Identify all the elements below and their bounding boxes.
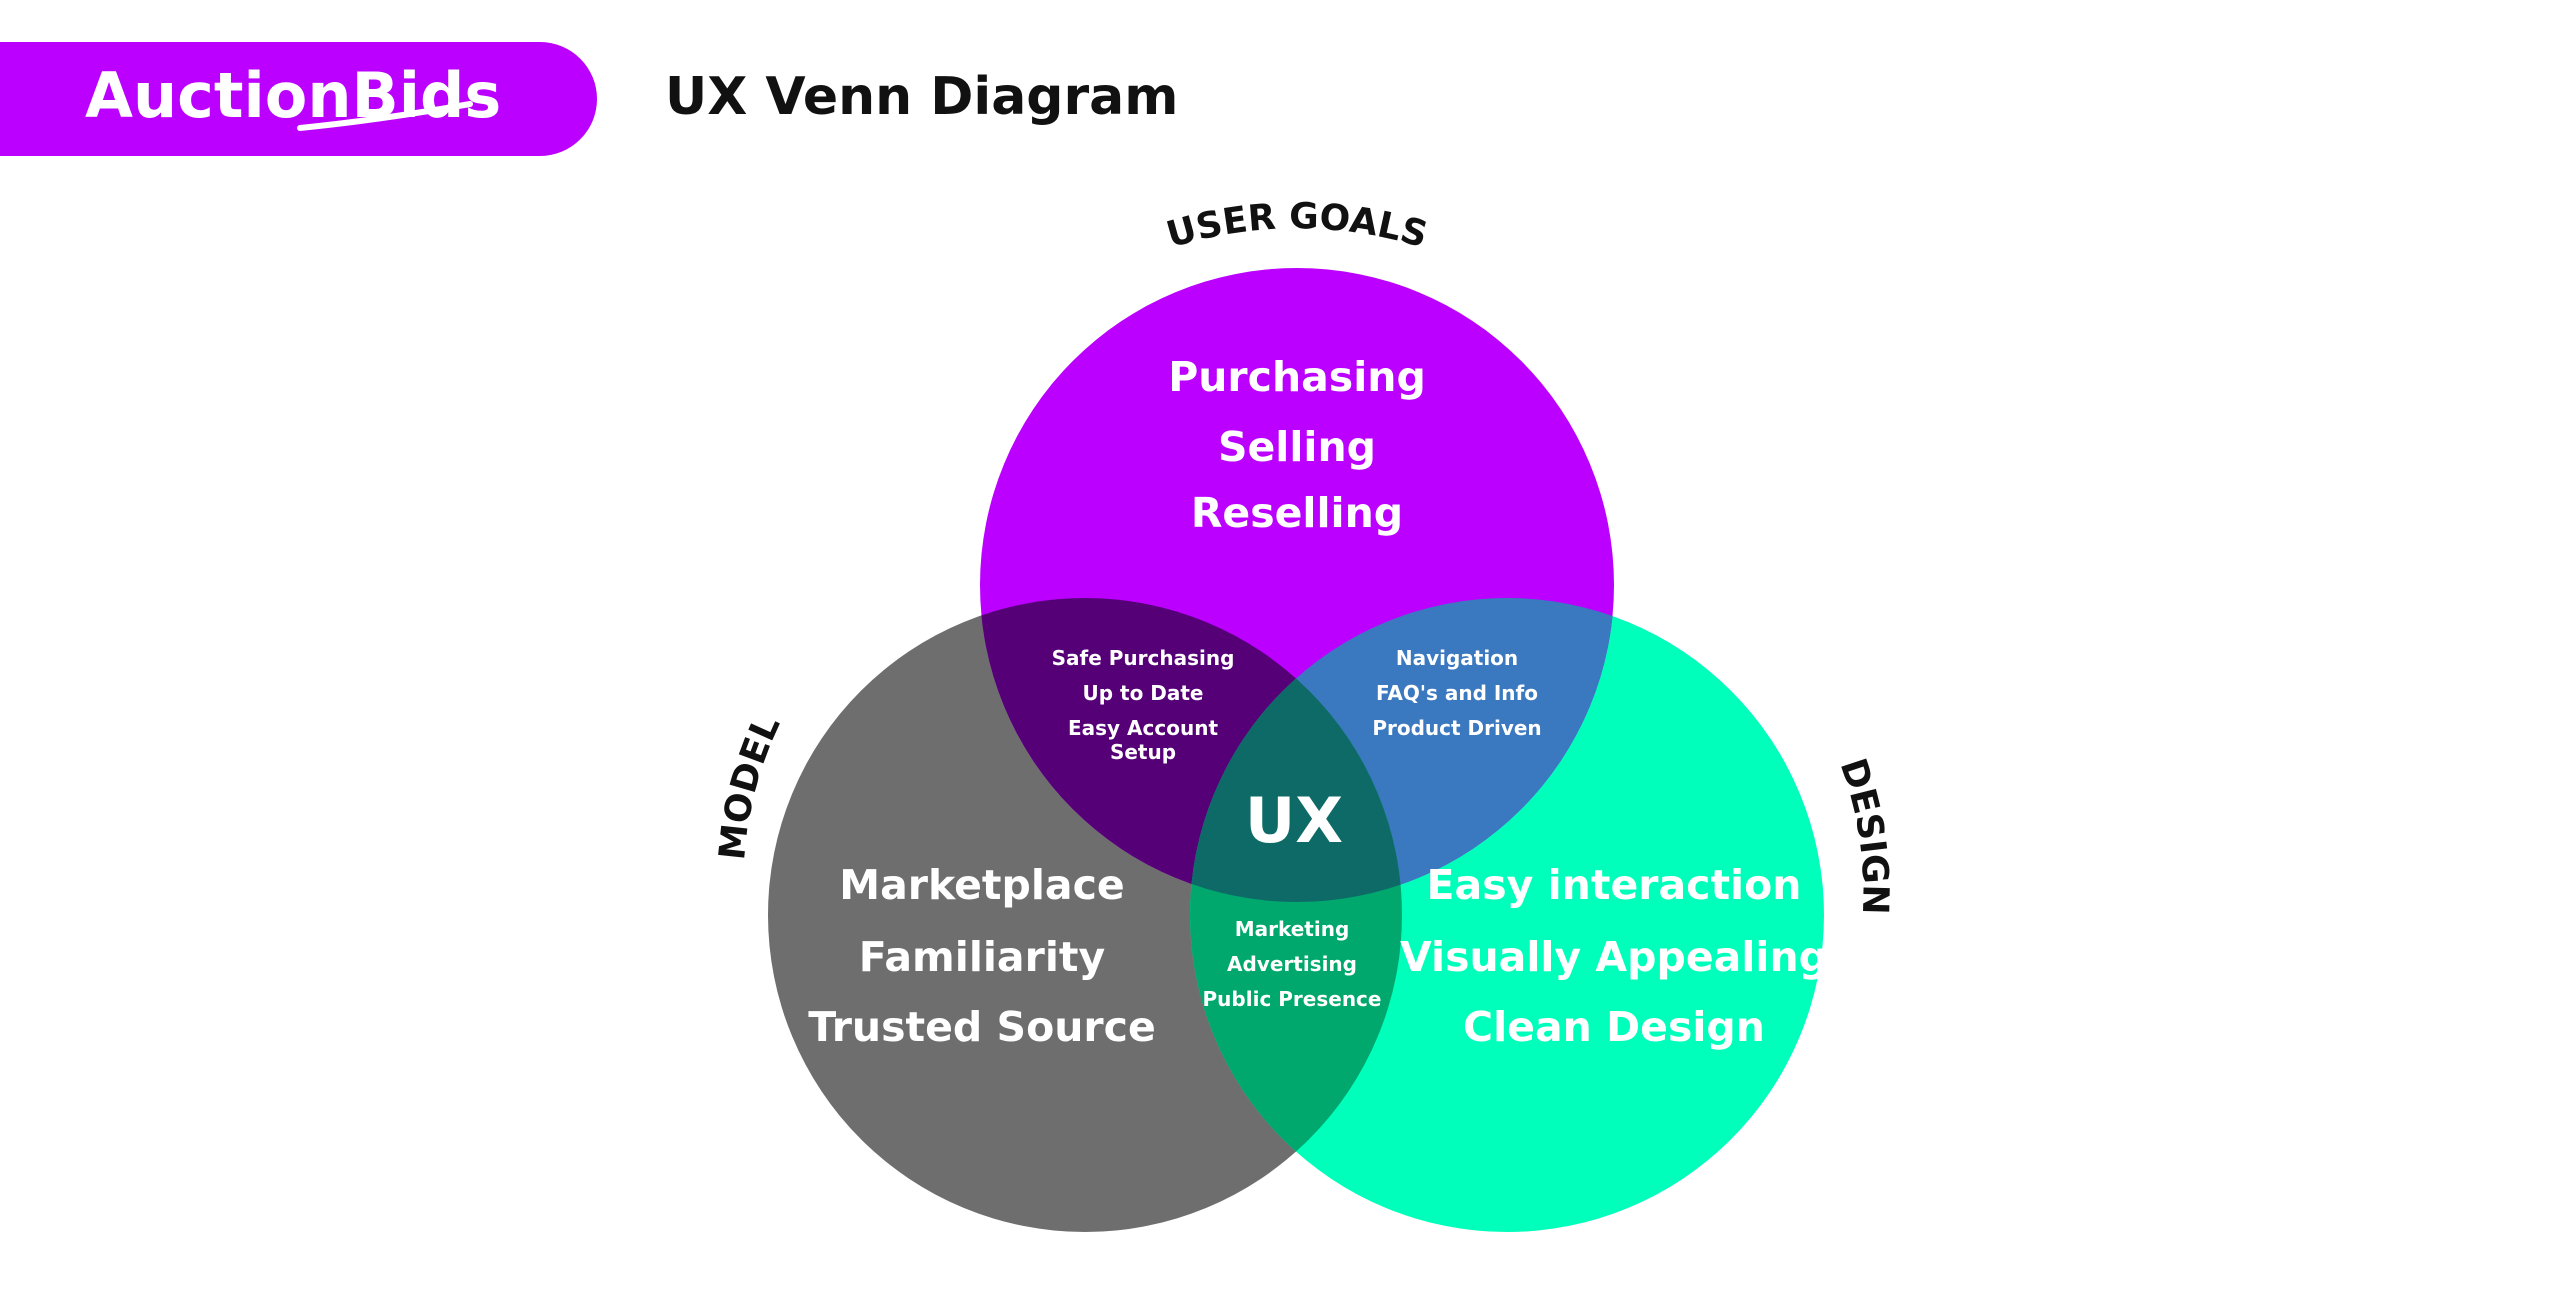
overlap-center: [1190, 598, 1402, 902]
user-model-item-1: Safe Purchasing: [1052, 646, 1235, 670]
model-design-item-1: Marketing: [1235, 917, 1350, 941]
user-design-item-3: Product Driven: [1372, 716, 1541, 740]
user-model-item-2: Up to Date: [1082, 681, 1203, 705]
brand-pill[interactable]: [0, 42, 597, 156]
page-title: UX Venn Diagram: [665, 67, 1178, 127]
user-model-item-4: Setup: [1110, 740, 1176, 764]
model-design-item-2: Advertising: [1227, 952, 1357, 976]
user-design-item-1: Navigation: [1396, 646, 1518, 670]
label-design: DESIGN: [1832, 753, 1896, 915]
label-model: MODEL: [712, 709, 788, 861]
design-item-2: Visually Appealing: [1400, 933, 1828, 981]
brand-logo-swoosh-icon: [297, 101, 473, 131]
design-item-1: Easy interaction: [1427, 861, 1802, 909]
user-goals-item-1: Purchasing: [1168, 353, 1426, 401]
user-model-item-3: Easy Account: [1068, 716, 1218, 740]
model-item-1: Marketplace: [839, 861, 1124, 909]
user-goals-item-2: Selling: [1218, 423, 1376, 471]
label-user-goals: USER GOALS: [1162, 196, 1432, 256]
brand-logo-text[interactable]: AuctionBids: [85, 59, 501, 132]
model-item-2: Familiarity: [859, 933, 1105, 981]
user-design-item-2: FAQ's and Info: [1376, 681, 1538, 705]
model-design-item-3: Public Presence: [1203, 987, 1382, 1011]
design-item-3: Clean Design: [1463, 1003, 1765, 1051]
model-item-3: Trusted Source: [808, 1003, 1156, 1051]
center-ux-label: UX: [1245, 784, 1343, 857]
user-goals-item-3: Reselling: [1191, 489, 1403, 537]
